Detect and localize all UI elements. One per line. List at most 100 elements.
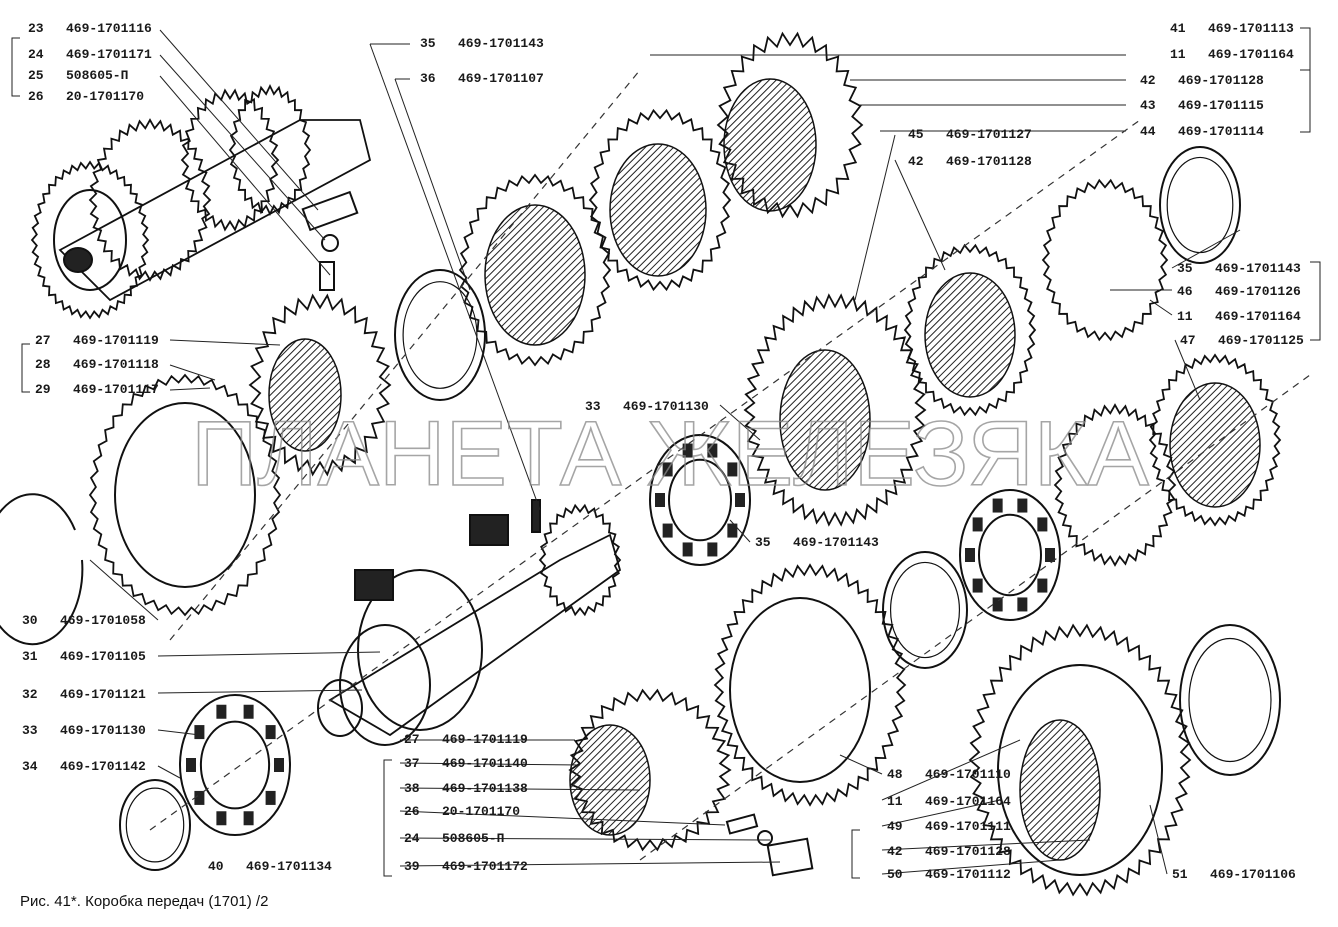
leader-line [1171, 229, 1241, 269]
callout-part-number: 469-1701126 [1215, 284, 1301, 299]
watermark-text: ПЛАНЕТА ЖЕЛЕЗЯКА [191, 403, 1149, 505]
synchronizer-ring-gear [1148, 353, 1282, 527]
callout-number: 40 [208, 859, 224, 874]
callout-number: 48 [887, 767, 903, 782]
blocking-ring-cone [924, 272, 1016, 398]
leader-line [1174, 339, 1201, 401]
callout-number: 43 [1140, 98, 1156, 113]
leader-line [399, 810, 726, 826]
callout-part-number: 469-1701111 [925, 819, 1011, 834]
callout-part-number: 469-1701130 [623, 399, 709, 414]
leader-line [399, 762, 581, 766]
needle-bearing [1045, 548, 1055, 562]
bearing-race [119, 779, 191, 871]
leader-line [157, 729, 201, 736]
callout-number: 39 [404, 859, 420, 874]
callout-label: 26 20-1701170 [28, 90, 144, 104]
thrust-washer [1159, 146, 1241, 264]
spring [319, 261, 335, 291]
callout-part-number: 469-1701171 [66, 47, 152, 62]
callout-number: 44 [1140, 124, 1156, 139]
callout-number: 26 [28, 89, 44, 104]
needle-bearing [682, 443, 693, 458]
figure-caption: Рис. 41*. Коробка передач (1701) /2 [20, 893, 269, 910]
primary-shaft-gear [30, 160, 150, 320]
leader-line [159, 75, 331, 276]
leader-line [159, 29, 319, 211]
callout-number: 11 [887, 794, 903, 809]
needle-bearing [707, 443, 718, 458]
callout-number: 11 [1170, 47, 1186, 62]
callout-part-number: 469-1701143 [793, 535, 879, 550]
needle-bearing [1037, 578, 1048, 593]
ball [757, 830, 773, 846]
reverse-gear-cone [569, 724, 651, 836]
leader-line [21, 343, 30, 393]
callout-number: 33 [585, 399, 601, 414]
synchronizer-hub [1053, 403, 1177, 567]
needle-bearing [662, 462, 673, 477]
leader-line [854, 134, 896, 301]
callout-part-number: 469-1701119 [442, 732, 528, 747]
blocking-ring [588, 108, 732, 292]
callout-number: 27 [404, 732, 420, 747]
third-gear-cone [779, 349, 871, 491]
leader-line [894, 159, 946, 271]
callout-part-number: 469-1701140 [442, 756, 528, 771]
assembly-axis [169, 69, 641, 641]
leader-line [394, 78, 471, 291]
primary-shaft-hub [53, 189, 127, 291]
thrust-washer [394, 269, 486, 401]
callout-label: 33 469-1701130 [585, 400, 709, 414]
leader-line [157, 651, 381, 657]
leader-line [169, 339, 281, 346]
callout-number: 34 [22, 759, 38, 774]
callout-number: 47 [1180, 333, 1196, 348]
secondary-shaft-collar [357, 569, 483, 731]
needle-bearing [216, 811, 227, 826]
callout-number: 26 [404, 804, 420, 819]
needle-bearing [972, 578, 983, 593]
leader-line [169, 364, 216, 381]
retaining-ring [0, 493, 84, 646]
leader-line [881, 799, 1001, 827]
callout-number: 23 [28, 21, 44, 36]
leader-line [89, 559, 159, 621]
callout-part-number: 469-1701113 [1208, 21, 1294, 36]
callout-part-number: 469-1701130 [60, 723, 146, 738]
leader-line [729, 519, 751, 543]
secondary-shaft-bearing-race [339, 624, 431, 746]
needle-bearing [179, 694, 291, 836]
leader-line [1149, 804, 1168, 875]
leader-line [851, 829, 860, 879]
callout-part-number: 469-1701142 [60, 759, 146, 774]
leader-line [1310, 261, 1321, 341]
leader-line [159, 54, 326, 241]
callout-part-number: 508605-П [442, 831, 505, 846]
synchronizer-ring [268, 338, 342, 452]
needle-bearing [216, 704, 227, 719]
callout-part-number: 469-1701128 [925, 844, 1011, 859]
synchronizer-ring-cone [1169, 382, 1261, 508]
callout-number: 35 [1177, 261, 1193, 276]
synchronizer-hub [1041, 178, 1169, 342]
callout-number: 30 [22, 613, 38, 628]
blocking-ring-cone [609, 143, 707, 277]
spring [725, 813, 759, 835]
primary-shaft [58, 119, 372, 302]
callout-part-number: 20-1701170 [66, 89, 145, 104]
